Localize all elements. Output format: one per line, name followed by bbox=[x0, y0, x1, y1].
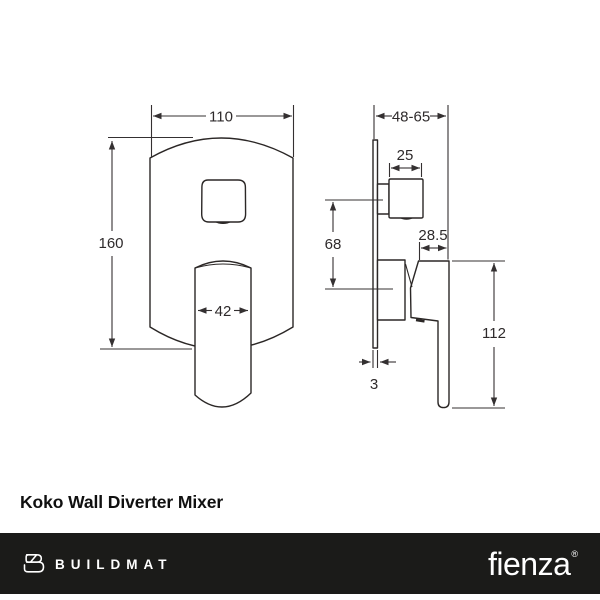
side-set-screw-mark bbox=[415, 318, 425, 323]
side-cartridge-body bbox=[376, 259, 406, 321]
dim-side-knob-to-handle: 68 bbox=[325, 199, 393, 290]
registered-trademark-symbol: ® bbox=[571, 548, 578, 559]
buildmat-wordmark: BUILDMAT bbox=[55, 556, 173, 572]
dim-front-plate-width-label: 110 bbox=[209, 109, 233, 126]
dim-side-handle-length-label: 112 bbox=[482, 325, 506, 342]
dim-side-knob-to-handle-label: 68 bbox=[325, 236, 342, 253]
fienza-wordmark: fienza bbox=[487, 545, 571, 582]
buildmat-brand: BUILDMAT bbox=[22, 553, 172, 574]
dim-front-plate-height: 160 bbox=[98, 136, 193, 350]
front-handle-outline bbox=[194, 260, 252, 408]
dim-side-handle-length: 112 bbox=[452, 260, 506, 409]
dim-side-handle-offset: 28.5 bbox=[418, 227, 448, 260]
dim-side-plate-thickness: 3 bbox=[359, 350, 396, 393]
front-view: 110 160 42 bbox=[98, 105, 295, 408]
side-lever-handle bbox=[409, 260, 450, 409]
front-button-lip bbox=[214, 221, 232, 225]
dim-side-handle-offset-label: 28.5 bbox=[418, 227, 447, 244]
front-handle-chamfer bbox=[194, 263, 252, 269]
technical-drawing: 110 160 42 bbox=[98, 105, 506, 409]
dim-side-depth-range-label: 48-65 bbox=[392, 109, 430, 126]
front-plate-outline bbox=[149, 137, 294, 350]
product-title: Koko Wall Diverter Mixer bbox=[20, 492, 224, 512]
fienza-brand: fienza® bbox=[488, 548, 578, 580]
dim-front-plate-height-label: 160 bbox=[98, 235, 123, 252]
buildmat-logo-icon bbox=[23, 554, 45, 573]
dim-front-plate-width: 110 bbox=[150, 105, 295, 157]
side-view: 48-65 25 68 bbox=[325, 105, 506, 409]
dim-front-handle-width: 42 bbox=[198, 303, 248, 320]
front-diverter-button bbox=[200, 179, 247, 223]
side-wall-plate bbox=[372, 139, 379, 349]
side-diverter-stem bbox=[376, 183, 390, 215]
dim-side-plate-thickness-label: 3 bbox=[370, 376, 378, 393]
dim-side-knob-width: 25 bbox=[388, 147, 423, 177]
dim-side-depth-range: 48-65 bbox=[373, 105, 449, 260]
side-lever-neck-line bbox=[404, 263, 413, 288]
side-knob-lip bbox=[399, 217, 414, 220]
side-diverter-knob bbox=[388, 178, 424, 219]
dim-front-handle-width-label: 42 bbox=[215, 303, 232, 320]
dim-side-knob-width-label: 25 bbox=[397, 147, 414, 164]
footer-bar: BUILDMAT fienza® bbox=[0, 533, 600, 594]
